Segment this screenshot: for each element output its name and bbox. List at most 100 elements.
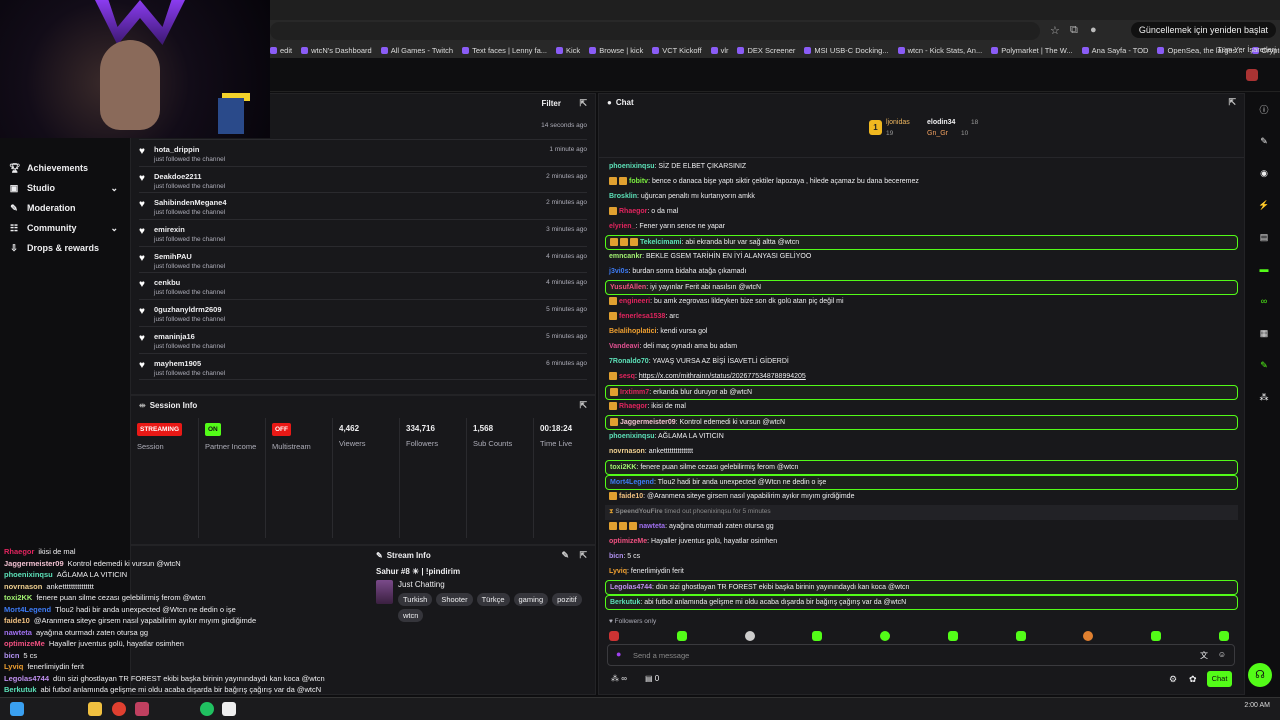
- chat-send-button[interactable]: Chat: [1207, 671, 1232, 687]
- chat-username[interactable]: nawteta: [639, 523, 666, 530]
- chat-link[interactable]: https://x.com/mithrainn/status/202677534…: [638, 373, 806, 380]
- sidebar-item-drops[interactable]: ⇩Drops & rewards: [0, 238, 130, 258]
- sidebar-item-community[interactable]: ☷Community⌄: [0, 218, 130, 238]
- bookmark-item[interactable]: Kick: [556, 46, 580, 55]
- chat-username[interactable]: bicn: [609, 553, 624, 560]
- follower-name[interactable]: SemihPAU: [154, 251, 192, 261]
- bookmark-item[interactable]: All Games - Twitch: [380, 46, 453, 55]
- chat-username[interactable]: Tekelcimami: [640, 239, 682, 246]
- chat-username[interactable]: Vandeavi: [609, 343, 640, 350]
- bookmark-item[interactable]: VCT Kickoff: [652, 46, 702, 55]
- sidebar-item-studio[interactable]: ▣Studio⌄: [0, 178, 130, 198]
- chat-username[interactable]: Irxtimm7: [620, 389, 650, 396]
- bookmark-item[interactable]: DEX Screener: [737, 46, 795, 55]
- chat-username[interactable]: emncankr: [609, 253, 643, 260]
- chat-username[interactable]: Legolas4744: [610, 584, 653, 591]
- chat-username[interactable]: j3vi0s: [609, 268, 629, 275]
- chat-username[interactable]: novrnason: [609, 448, 645, 455]
- file-explorer-icon[interactable]: [88, 702, 102, 716]
- support-headset-button[interactable]: ☊: [1248, 663, 1272, 687]
- bookmark-item[interactable]: MSI USB-C Docking...: [804, 46, 889, 55]
- chat-username[interactable]: engineeri: [619, 298, 651, 305]
- bookmark-item[interactable]: OpenSea, the larges...: [1157, 46, 1243, 55]
- chat-username[interactable]: toxi2KK: [610, 464, 637, 471]
- bookmark-item[interactable]: Browse | kick: [589, 46, 643, 55]
- microphone-icon[interactable]: ●: [616, 649, 622, 659]
- flash-icon[interactable]: ⚡: [1258, 199, 1270, 210]
- settings-icon[interactable]: ⚙: [1169, 674, 1178, 684]
- store-display[interactable]: ▤ 0: [645, 674, 659, 683]
- emote[interactable]: [609, 631, 619, 641]
- stream-tag[interactable]: Shooter: [436, 593, 473, 606]
- stream-tag[interactable]: gaming: [513, 593, 549, 606]
- follower-name[interactable]: SahibindenMegane4: [154, 198, 227, 208]
- chat-username[interactable]: Mort4Legend: [610, 479, 654, 486]
- follower-name[interactable]: cenkbu: [154, 278, 181, 288]
- follower-name[interactable]: mayhem1905: [154, 358, 202, 368]
- stream-tag[interactable]: wtcn: [398, 609, 424, 622]
- points-display[interactable]: ⁂ ∞: [611, 674, 627, 683]
- update-restart-button[interactable]: Güncellemek için yeniden başlat: [1130, 22, 1276, 38]
- chat-username[interactable]: sesq: [619, 373, 635, 380]
- chat-username[interactable]: Belalihoplatici: [609, 328, 657, 335]
- bookmark-item[interactable]: CryptoPanic - News...: [1251, 46, 1280, 55]
- stream-tag[interactable]: pozitif: [552, 593, 582, 606]
- emote[interactable]: [947, 631, 958, 641]
- link-icon[interactable]: ∞: [1260, 296, 1268, 306]
- chat-username[interactable]: 7Ronaldo70: [609, 358, 649, 365]
- chat-username[interactable]: phoenixinqsu: [609, 433, 655, 440]
- chat-username[interactable]: elyrien_: [609, 223, 636, 230]
- chat-username[interactable]: Rhaegor: [619, 208, 648, 215]
- follower-name[interactable]: 0guzhanyldrm2609: [154, 305, 222, 315]
- chat-username[interactable]: Berkutuk: [610, 599, 641, 606]
- popout-icon[interactable]: ⇱: [579, 97, 587, 108]
- store-icon[interactable]: ▦: [1259, 327, 1269, 338]
- wrench-icon[interactable]: ✎: [1260, 359, 1268, 370]
- chevron-down-icon[interactable]: ⌄: [110, 182, 118, 193]
- spotify-icon[interactable]: [200, 702, 214, 716]
- follower-name[interactable]: Deakdoe2211: [154, 171, 202, 181]
- sidebar-item-moderation[interactable]: ✎Moderation: [0, 198, 130, 218]
- share-icon[interactable]: ⁂: [1259, 391, 1269, 402]
- all-bookmarks-button[interactable]: Tüm Yer İşaretleri: [1217, 45, 1276, 54]
- emote[interactable]: [744, 631, 755, 641]
- profile-icon[interactable]: ●: [1090, 24, 1097, 36]
- chat-username[interactable]: YusufAllen: [610, 284, 647, 291]
- user-avatar[interactable]: [1246, 69, 1258, 81]
- url-input[interactable]: [270, 22, 1040, 40]
- follower-name[interactable]: hota_drippin: [154, 145, 200, 154]
- camera-icon[interactable]: ◉: [1260, 167, 1268, 178]
- info-icon[interactable]: ⓘ: [1259, 104, 1269, 115]
- emote[interactable]: [812, 631, 823, 641]
- chat-username[interactable]: fobitv: [629, 178, 649, 185]
- chat-username[interactable]: Brosklin: [609, 193, 638, 200]
- chat-username[interactable]: Rhaegor: [619, 403, 648, 410]
- bookmark-item[interactable]: Polymarket | The W...: [991, 46, 1073, 55]
- chevron-down-icon[interactable]: ⌄: [110, 222, 118, 233]
- emote[interactable]: [676, 631, 687, 641]
- emote[interactable]: [1083, 631, 1094, 641]
- translate-icon[interactable]: 文: [1200, 651, 1208, 660]
- edit-icon[interactable]: ✎: [1260, 135, 1268, 146]
- gift-icon[interactable]: ✿: [1189, 674, 1197, 684]
- popout-icon[interactable]: ⇱: [1228, 96, 1236, 107]
- extensions-icon[interactable]: ⧉: [1070, 24, 1078, 36]
- chat-username[interactable]: SpeendYouFire: [615, 508, 663, 515]
- chat-username[interactable]: optimizeMe: [609, 538, 648, 545]
- popout-icon[interactable]: ⇱: [579, 549, 587, 560]
- star-icon[interactable]: ☆: [1050, 25, 1060, 37]
- emote[interactable]: [880, 631, 891, 641]
- chat-username[interactable]: faide10: [619, 493, 644, 500]
- emote[interactable]: [1151, 631, 1162, 641]
- emote[interactable]: [1015, 631, 1026, 641]
- app-icon[interactable]: [135, 702, 149, 716]
- emoji-icon[interactable]: ☺: [1217, 650, 1226, 659]
- chrome-icon[interactable]: [112, 702, 126, 716]
- document-icon[interactable]: ▤: [1259, 231, 1269, 242]
- stream-tag[interactable]: Turkish: [398, 593, 433, 606]
- message-icon[interactable]: ▬: [1259, 264, 1269, 274]
- bookmark-item[interactable]: Text faces | Lenny fa...: [462, 46, 547, 55]
- bookmark-item[interactable]: wtcn - Kick Stats, An...: [897, 46, 982, 55]
- bookmark-item[interactable]: vlr: [710, 46, 728, 55]
- stream-tag[interactable]: Türkçe: [476, 593, 510, 606]
